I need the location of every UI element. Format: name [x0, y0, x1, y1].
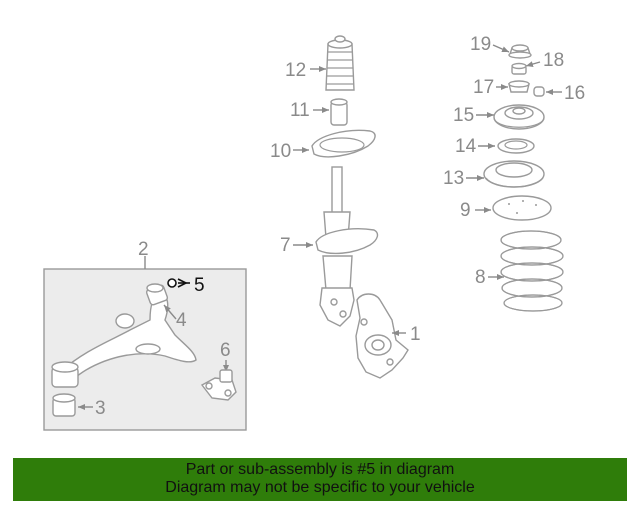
parts-diagram: 2 3 4 5 6	[43, 34, 585, 431]
callout-19: 19	[470, 34, 491, 55]
washer-part-18: 18	[511, 50, 564, 75]
callout-12: 12	[285, 60, 306, 81]
callout-17: 17	[473, 77, 494, 98]
knuckle-part-1: 1	[355, 293, 421, 379]
insulator-part-9: 9	[460, 195, 552, 221]
callout-16: 16	[564, 83, 585, 104]
callout-3: 3	[95, 398, 106, 419]
callout-6: 6	[220, 340, 231, 361]
callout-8: 8	[475, 267, 486, 288]
bump-stop-part-12: 12	[285, 35, 355, 91]
callout-18: 18	[543, 50, 564, 71]
callout-1: 1	[410, 324, 421, 345]
callout-13: 13	[443, 168, 464, 189]
callout-2: 2	[138, 239, 149, 260]
bearing-part-14: 14	[455, 136, 535, 157]
callout-9: 9	[460, 200, 471, 221]
bushing-part-3: 3	[52, 393, 106, 419]
banner-line-2: Diagram may not be specific to your vehi…	[165, 479, 475, 496]
control-arm-front-bushing	[115, 313, 135, 329]
spring-seat-part-10: 10	[270, 129, 376, 162]
strut-mount-part-15: 15	[453, 104, 545, 130]
part-5-ring	[167, 278, 177, 288]
coil-spring-part-8: 8	[475, 230, 564, 312]
callout-11: 11	[290, 100, 310, 121]
part-16: 16	[533, 83, 585, 104]
callout-4: 4	[176, 310, 187, 331]
ball-joint-part-6: 6	[200, 340, 237, 401]
nut-part-19: 19	[470, 34, 532, 59]
callout-7: 7	[280, 235, 291, 256]
bushing-part-4: 4	[145, 283, 187, 331]
control-arm-hole	[135, 343, 161, 355]
highlighted-part-5[interactable]: 5	[167, 275, 205, 296]
callout-5[interactable]: 5	[194, 275, 205, 296]
boot-part-11: 11	[290, 98, 348, 126]
spring-seat-part-13: 13	[443, 160, 545, 189]
callout-15: 15	[453, 105, 474, 126]
callout-14: 14	[455, 136, 477, 157]
info-banner: Part or sub-assembly is #5 in diagram Di…	[13, 458, 627, 501]
lower-control-arm	[59, 293, 197, 388]
bushing-part-17: 17	[473, 77, 530, 98]
banner-line-1: Part or sub-assembly is #5 in diagram	[185, 461, 455, 478]
callout-10: 10	[270, 141, 291, 162]
strut-part-7: 7	[280, 166, 379, 327]
control-arm-group: 2 3 4 5 6	[43, 239, 247, 431]
